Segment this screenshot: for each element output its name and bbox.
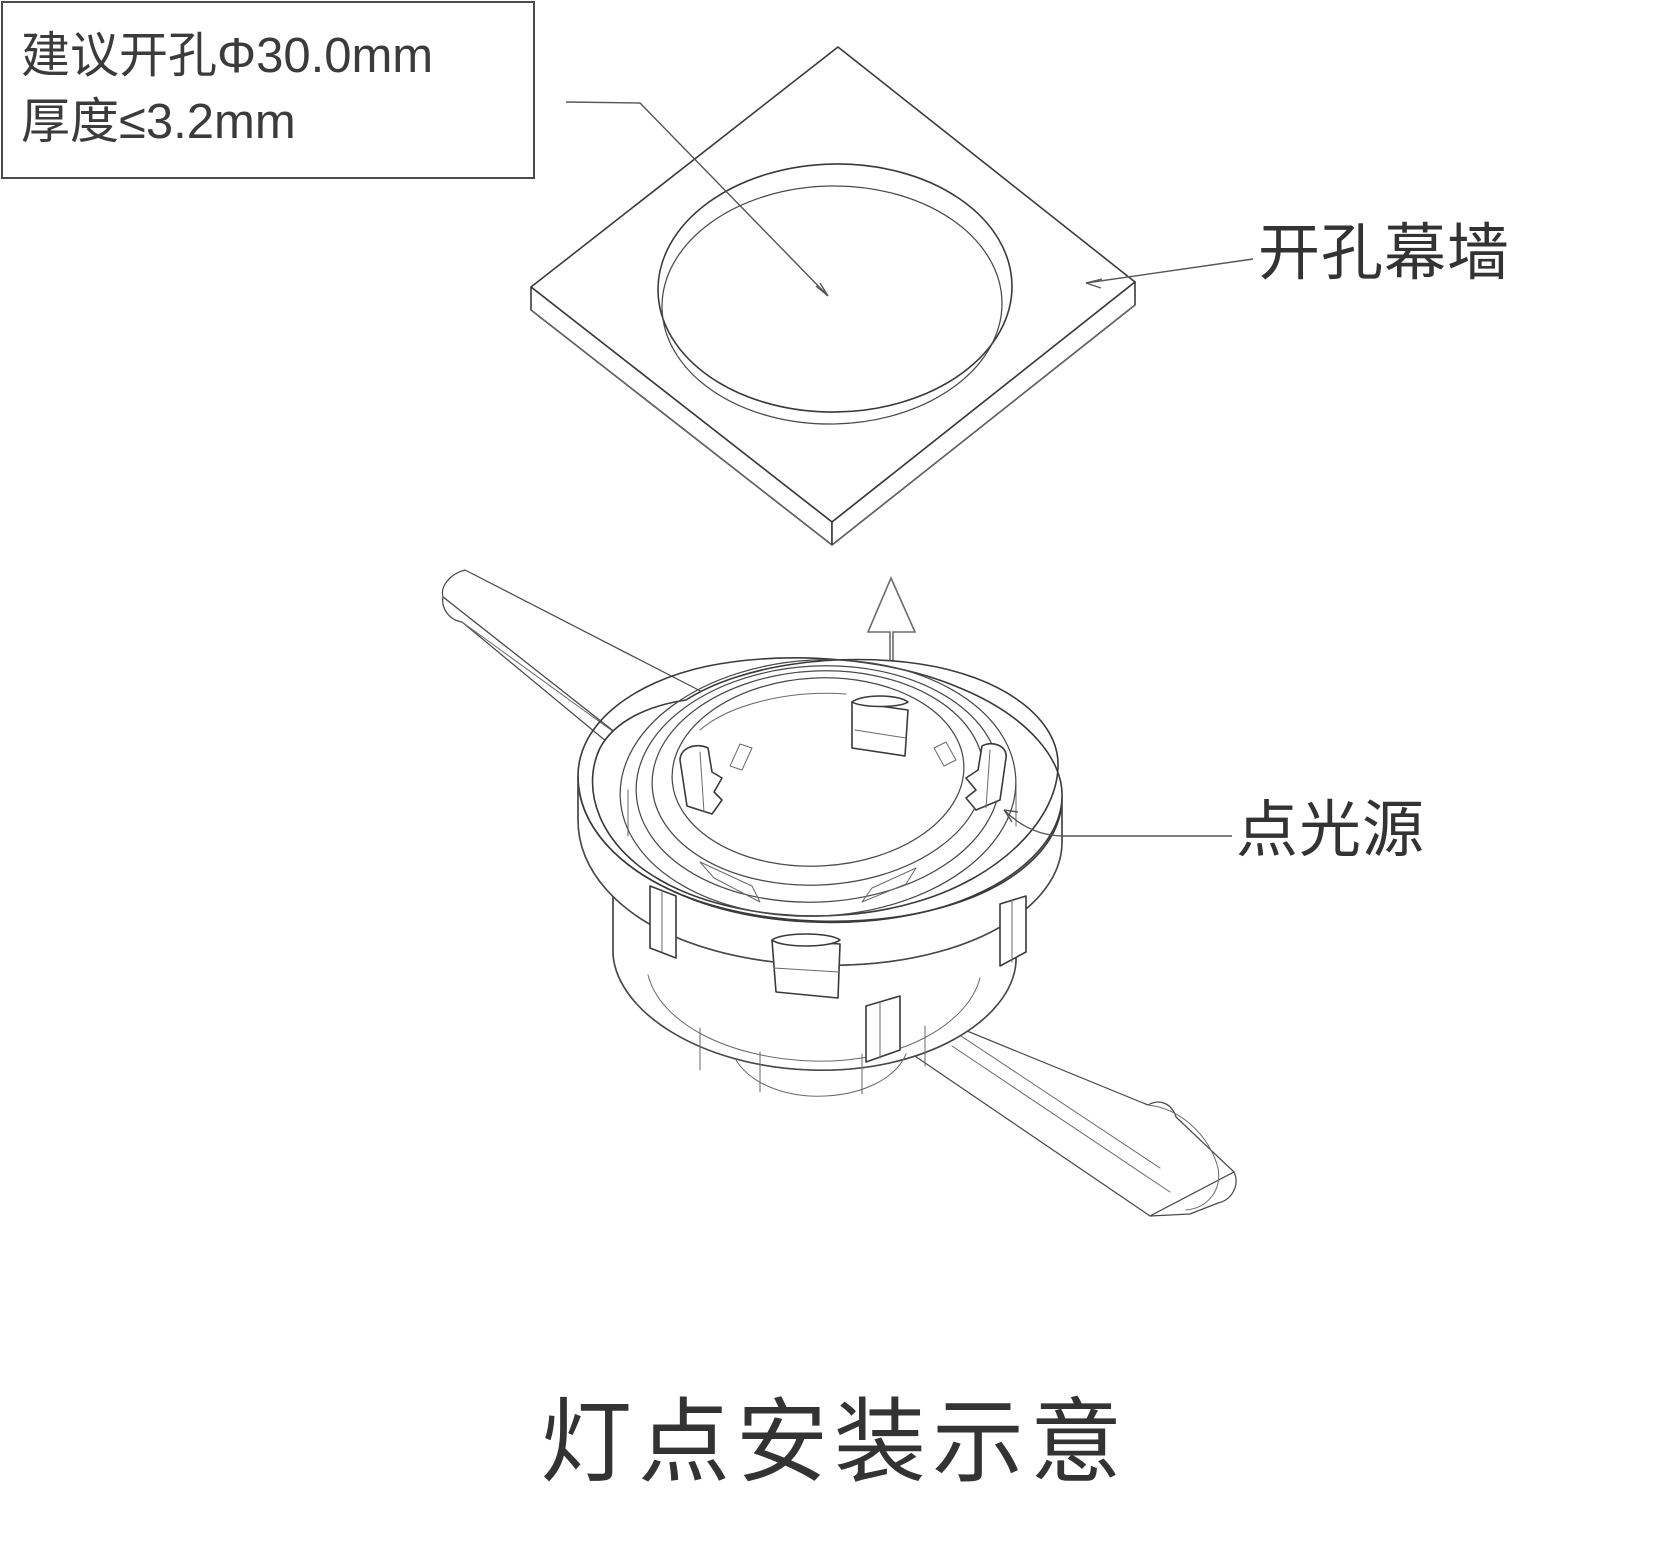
figure-title: 灯点安装示意 (539, 1392, 1128, 1494)
cable-lower-right-crease-a (939, 1021, 1161, 1169)
cable-entry-block-right (999, 895, 1027, 967)
label-point-light: 点光源 (1236, 796, 1426, 865)
retention-clip-right-body (965, 742, 1007, 811)
cable-lower-right-side-face (1149, 1171, 1237, 1217)
lens-highlight (699, 692, 847, 731)
retention-clip-left-edge (699, 751, 705, 813)
retention-clip-right (965, 742, 1007, 811)
bezel-notch-front-left (699, 861, 761, 903)
curtain-wall-hole-top-ellipse (657, 163, 1013, 413)
cable-entry-tab-lower (865, 995, 901, 1063)
cable-lower-right (905, 1005, 1237, 1217)
cable-lower-right-crease-b (951, 1045, 1171, 1193)
curtain-wall-bottom-edge-hint (530, 304, 1136, 546)
leader-pointlight-arrowhead (1003, 809, 1019, 823)
leader-curtainwall-arrowhead (1085, 278, 1103, 289)
bezel-notch-front-right (861, 867, 917, 903)
retention-clip-bottom-cap (771, 933, 841, 947)
hole-spec-callout-box: 建议开孔Φ30.0mm 厚度≤3.2mm (1, 1, 535, 179)
point-light-source (441, 569, 1237, 1217)
bezel-notch-left (729, 743, 753, 771)
leader-callout-to-hole (565, 101, 829, 297)
cable-lower-right-rounded-tip (1147, 1104, 1220, 1211)
leader-curtainwall-label (1085, 258, 1254, 284)
callout-line-hole-diameter: 建议开孔Φ30.0mm (21, 29, 434, 83)
housing-bottom-outline (612, 954, 1017, 1071)
housing-bottom-inner-ring (647, 974, 981, 1062)
retention-clip-bottom (771, 933, 841, 999)
curtain-wall-hole-bottom-ellipse (661, 185, 1003, 425)
retention-clip-top-cap (851, 695, 909, 708)
retention-clip-top (851, 695, 909, 757)
leader-pointlight-curve (1003, 809, 1065, 837)
bezel-notch-right (933, 741, 957, 767)
retention-clip-top-crease (854, 729, 907, 739)
label-curtain-wall: 开孔幕墙 (1258, 219, 1511, 288)
retention-clip-bottom-crease (773, 967, 840, 973)
lens-bezel-outer-ring (619, 659, 1017, 917)
retention-clip-right-edge (985, 749, 991, 809)
curtain-wall-panel (530, 46, 1136, 546)
retention-clip-left (679, 744, 723, 815)
retention-clip-left-body (679, 744, 723, 815)
curtain-wall-top-face (530, 46, 1136, 523)
cable-entry-block-left (649, 885, 677, 959)
housing-base-plate (735, 1053, 907, 1097)
leader-callout-arrowhead (815, 282, 829, 297)
retention-clip-top-body (851, 701, 909, 757)
callout-line-thickness: 厚度≤3.2mm (21, 95, 296, 149)
